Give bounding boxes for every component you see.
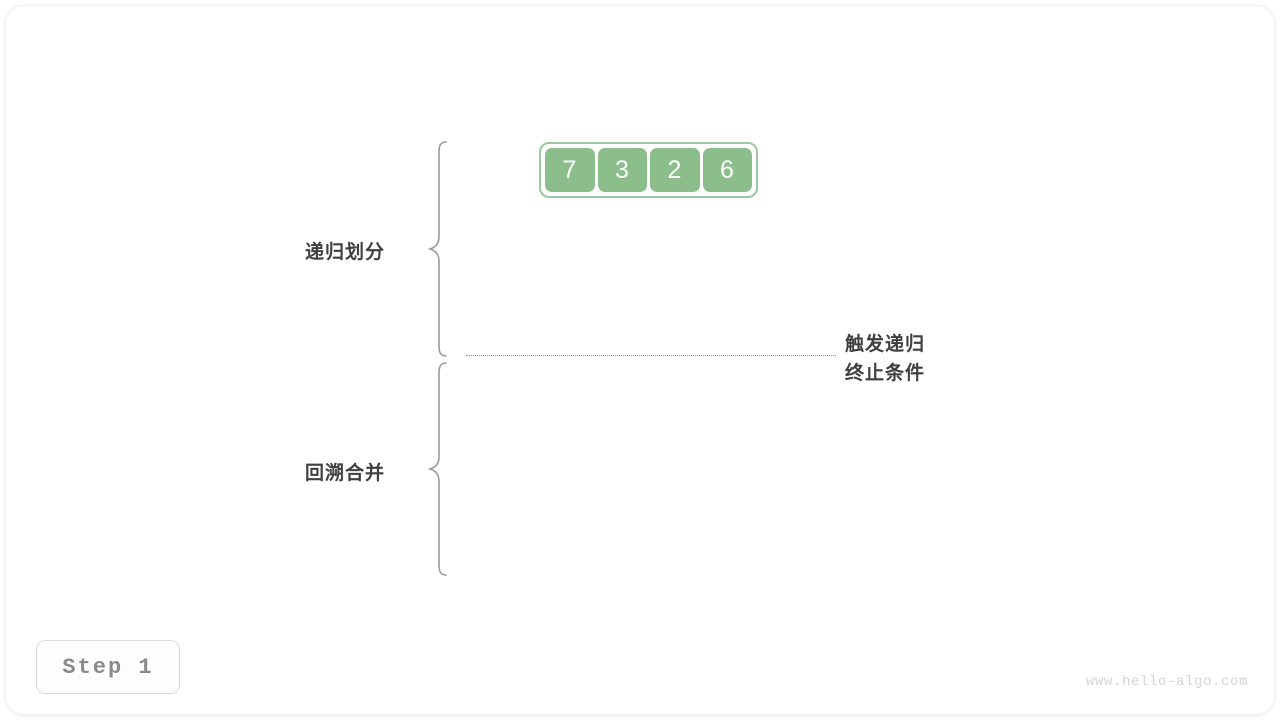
- array-cell: 7: [545, 148, 595, 192]
- step-badge-label: Step 1: [62, 654, 154, 680]
- phase-label-merge: 回溯合并: [305, 463, 386, 484]
- array-cell: 2: [650, 148, 700, 192]
- array-cell: 3: [597, 148, 647, 192]
- annotation-line-1: 触发递归: [845, 334, 926, 355]
- divide-brace-icon: [427, 141, 447, 357]
- phase-label-divide: 递归划分: [305, 242, 386, 263]
- page-frame: [6, 6, 1274, 714]
- annotation-line-2: 终止条件: [845, 363, 926, 384]
- recursion-terminate-annotation: 触发递归 终止条件: [845, 330, 925, 388]
- watermark: www.hello-algo.com: [1085, 674, 1248, 690]
- array-container: 7 3 2 6: [539, 142, 758, 198]
- step-badge: Step 1: [36, 640, 180, 694]
- array-cell: 6: [702, 148, 752, 192]
- merge-brace-icon: [427, 362, 447, 576]
- phase-divider: [466, 355, 836, 356]
